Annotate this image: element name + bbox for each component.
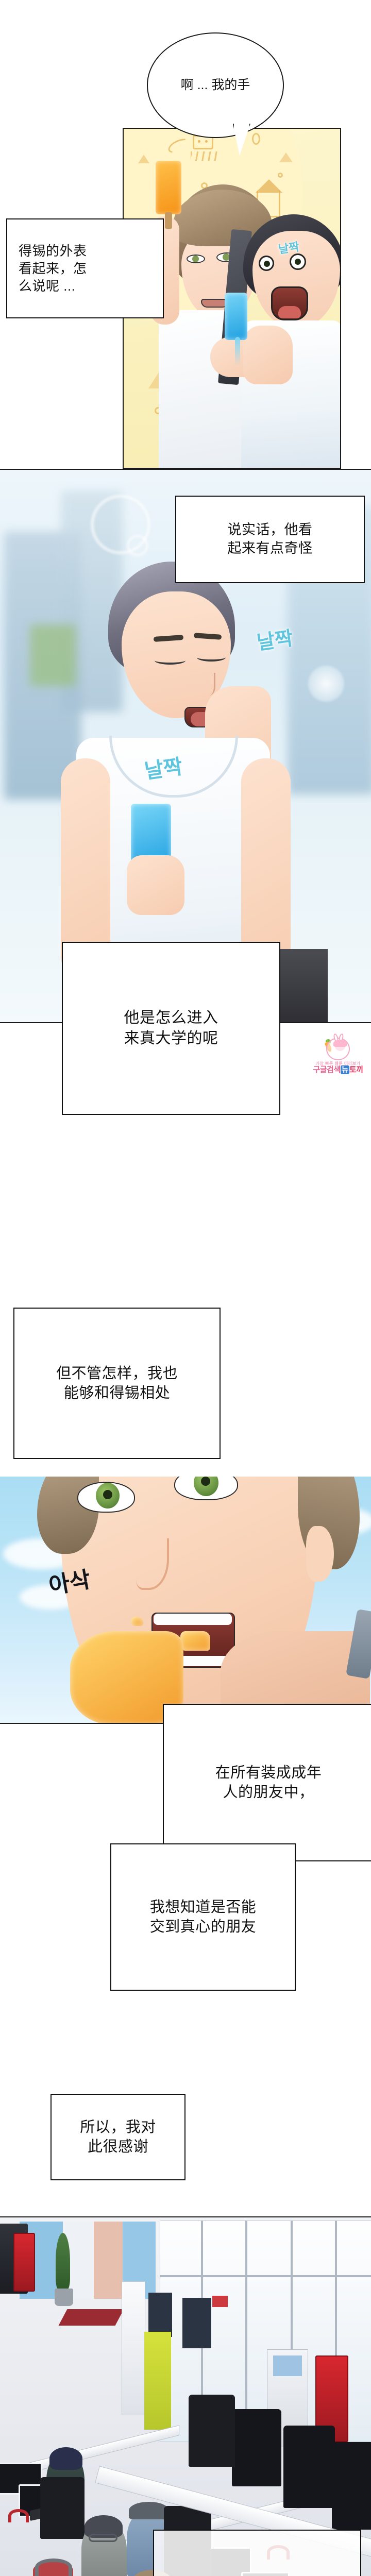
yellow-standee xyxy=(144,2332,171,2430)
bokeh-light-3 xyxy=(308,666,344,702)
doodle-ring-icon-1 xyxy=(252,133,260,145)
caption-how-did-he-get-in-text: 他是怎么进入 来真大学的呢 xyxy=(124,1009,218,1047)
character-c-eye-closed-left xyxy=(155,656,185,665)
character-c-fist xyxy=(127,855,184,915)
caption-among-pretend-adults-text: 在所有装成成年 人的朋友中， xyxy=(215,1764,322,1801)
speech-bubble-my-hand-text: 啊 ... 我的手 xyxy=(180,77,250,92)
caption-looks-weird-text: 说实话，他看 起来有点奇怪 xyxy=(227,522,313,556)
speech-bubble-my-hand: 啊 ... 我的手 xyxy=(147,32,284,138)
watermark-bunny-icon xyxy=(322,1033,354,1061)
window-mullion-3 xyxy=(291,2221,293,2442)
watermark-brand-badge: 뉴 xyxy=(340,1065,349,1074)
caption-looks-weird: 说实话，他看 起来有点奇怪 xyxy=(175,496,365,583)
city-greenery xyxy=(30,624,76,686)
character-b-hand xyxy=(243,326,293,384)
potted-plant xyxy=(56,2233,70,2290)
character-d-ear xyxy=(306,1526,334,1582)
cafe-chair-silhouette-3 xyxy=(332,2442,371,2530)
panel-internet-cafe xyxy=(0,2216,371,2576)
cafe-patron-2-glasses xyxy=(89,2534,117,2542)
character-a-iris-right xyxy=(223,253,230,261)
cafe-patron-3-cap xyxy=(129,2502,169,2519)
popsicle-orange xyxy=(156,161,181,214)
popsicle-blue xyxy=(225,293,247,340)
character-d-pupil-left xyxy=(103,1490,112,1499)
sfx-lick-right-korean: 날짝 xyxy=(256,628,295,654)
caption-how-did-he-get-in: 他是怎么进入 来真大学的呢 xyxy=(62,942,280,1115)
watermark-brand-name: 토끼 xyxy=(349,1065,363,1074)
character-b-eye-right xyxy=(290,253,306,270)
headset-on-desk-1 xyxy=(8,2509,29,2522)
character-c-nose xyxy=(200,673,215,696)
doodle-square-dots-2 xyxy=(205,140,208,143)
doodle-ring-icon-3 xyxy=(278,173,283,178)
caption-grateful-text: 所以，我对 此很感谢 xyxy=(80,2119,156,2155)
caption-true-friend: 我想知道是否能 交到真心的朋友 xyxy=(110,1843,296,1991)
entry-doormat xyxy=(58,2309,124,2326)
window-mullion-2 xyxy=(245,2221,247,2442)
doodle-triangle-icon-2 xyxy=(279,152,293,162)
cafe-patron-1-hair xyxy=(49,2447,82,2470)
caption-deok-appearance: 得锡的外表 看起来，怎 么说呢 ... xyxy=(6,218,164,318)
caption-get-along-anyway-text: 但不管怎样，我也 能够和得锡相处 xyxy=(56,1365,178,1401)
window-mullion-4 xyxy=(335,2221,337,2442)
cafe-chair-silhouette-1 xyxy=(232,2409,281,2486)
plant-pot xyxy=(55,2289,73,2306)
signage-board-2 xyxy=(182,2298,211,2348)
bunny-hair-icon xyxy=(333,1040,347,1047)
caption-grateful: 所以，我对 此很感谢 xyxy=(50,2094,185,2180)
wall-stripe-pink xyxy=(94,2222,123,2299)
snack-piece-in-mouth xyxy=(180,1631,210,1651)
character-d-pupil-right xyxy=(201,1477,210,1486)
character-b-pupil-left xyxy=(264,261,270,267)
cafe-chair-1 xyxy=(40,2477,85,2539)
atm-screen xyxy=(273,2355,302,2376)
sfx-lick-neck-korean: 날짝 xyxy=(143,755,184,783)
character-d-nose xyxy=(136,1538,169,1590)
cafe-chair-silhouette-2 xyxy=(283,2426,335,2508)
window-transom xyxy=(160,2275,371,2277)
watermark-tagline: 가장 빠른 웹툰 미리보기 xyxy=(315,1061,361,1066)
signage-flag xyxy=(212,2296,228,2307)
caption-get-along-anyway: 但不管怎样，我也 能够和得锡相处 xyxy=(13,1308,221,1459)
character-b-tongue xyxy=(278,306,301,318)
character-c-eye-closed-right xyxy=(197,653,226,662)
vending-machine-red-left xyxy=(13,2233,35,2292)
doodle-house-roof-icon xyxy=(256,179,282,193)
caption-among-pretend-adults: 在所有装成成年 人的朋友中， xyxy=(163,1704,371,1861)
cafe-chair-silhouette-4 xyxy=(189,2395,235,2467)
watermark-brand-prefix: 구글검색 xyxy=(313,1065,341,1074)
signage-board-1 xyxy=(148,2293,172,2337)
character-b-pupil-right xyxy=(295,259,301,265)
standing-partition xyxy=(122,2281,145,2415)
popsicle-blue-drip xyxy=(235,337,240,366)
sfx-chest-korean: 날짝 xyxy=(277,240,300,256)
caption-true-friend-text: 我想知道是否能 交到真心的朋友 xyxy=(149,1899,257,1935)
popsicle-orange-stick xyxy=(165,212,172,229)
caption-deok-appearance-text: 得锡的外表 看起来，怎 么说呢 ... xyxy=(19,243,87,294)
doodle-triangle-icon-1 xyxy=(138,155,149,163)
caption-stay-at-his-place: 我决定在无聊的 假期里在得锡家 住几天 xyxy=(153,2530,361,2576)
carrot-leaf-icon xyxy=(326,1039,331,1043)
doodle-square-dots xyxy=(198,140,200,143)
character-a-iris-left xyxy=(192,256,199,262)
doodle-rays-icon xyxy=(191,151,217,161)
panel-sky-closeup: 아삭 xyxy=(0,1477,371,1724)
cafe-patron-4-headset xyxy=(35,2558,72,2576)
bokeh-light-2 xyxy=(127,535,148,556)
snack-crumb xyxy=(131,1617,143,1626)
bokeh-light-1 xyxy=(91,495,150,554)
character-d-teeth-top xyxy=(154,1614,232,1625)
